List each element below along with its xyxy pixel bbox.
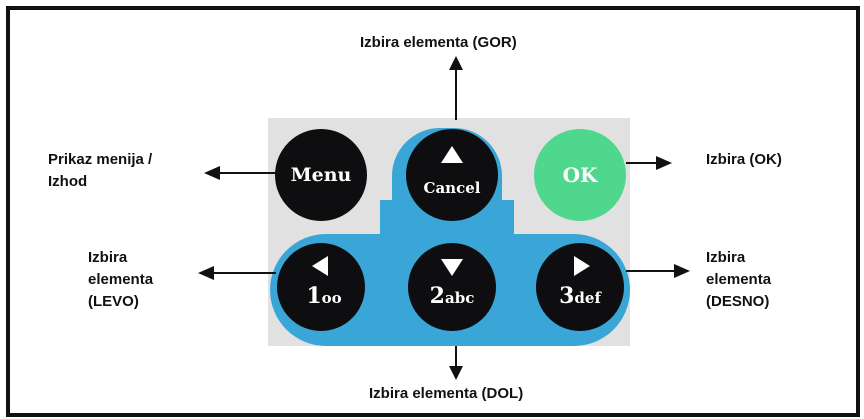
arrow-ok (626, 156, 672, 170)
label-up: Izbira elementa (GOR) (360, 34, 517, 51)
arrow-right (626, 264, 690, 278)
arrow-down (449, 346, 463, 380)
down-triangle-icon (441, 259, 463, 276)
down-key-letters: abc (444, 289, 475, 307)
left-key-digit: 1oo (296, 283, 352, 311)
arrow-left (198, 266, 276, 280)
label-left-line2: elementa (88, 271, 154, 288)
label-ok: Izbira (OK) (706, 151, 782, 168)
cancel-key[interactable] (406, 129, 498, 221)
ok-key[interactable] (534, 129, 626, 221)
right-key-letters: def (574, 289, 601, 307)
right-key-digit: 3def (547, 283, 613, 311)
arrow-menu (204, 166, 276, 180)
left-triangle-icon (312, 256, 328, 276)
label-left-line3: (LEVO) (88, 293, 139, 310)
right-triangle-icon (574, 256, 590, 276)
right-3-key[interactable] (536, 243, 624, 331)
left-1-key[interactable] (277, 243, 365, 331)
down-key-number: 2 (429, 283, 445, 309)
up-triangle-icon (441, 146, 463, 163)
label-left-line1: Izbira (88, 249, 128, 266)
label-menu-line1: Prikaz menija / (48, 151, 153, 168)
left-key-letters: oo (321, 289, 342, 307)
ok-key-label: OK (562, 163, 598, 187)
right-key-number: 3 (559, 283, 575, 309)
left-key-number: 1 (306, 283, 322, 309)
down-key-digit: 2abc (419, 283, 485, 311)
down-2-key[interactable] (408, 243, 496, 331)
arrow-up (449, 56, 463, 120)
cancel-key-label: Cancel (423, 179, 481, 197)
menu-key-label: Menu (290, 164, 352, 186)
label-right-line3: (DESNO) (706, 293, 770, 310)
label-down: Izbira elementa (DOL) (369, 385, 524, 402)
label-right-line1: Izbira (706, 249, 746, 266)
label-menu-line2: Izhod (48, 173, 88, 190)
menu-key[interactable] (275, 129, 367, 221)
label-right-line2: elementa (706, 271, 772, 288)
